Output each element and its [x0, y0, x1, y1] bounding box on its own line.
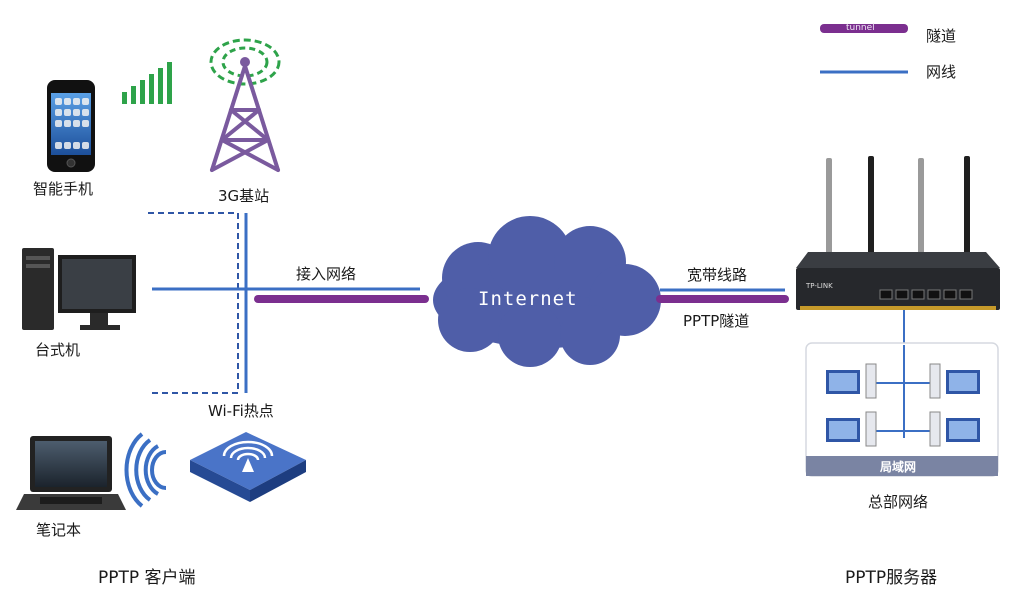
router-icon — [796, 156, 1000, 310]
phone-label: 智能手机 — [33, 180, 94, 198]
client-cabling — [148, 212, 429, 394]
workstation-icon — [929, 411, 980, 447]
tower-label: 3G基站 — [218, 187, 270, 205]
hq-network-label: 总部网络 — [868, 493, 929, 511]
wifi-hotspot-icon — [190, 432, 306, 502]
cellular-signal-icon — [122, 62, 172, 104]
pptp-tunnel-label: PPTP隧道 — [683, 312, 750, 330]
broadband-label: 宽带线路 — [687, 266, 748, 284]
desktop-label: 台式机 — [35, 341, 81, 359]
pptp-server-caption: PPTP服务器 — [845, 568, 938, 588]
smartphone-icon — [47, 80, 95, 172]
access-network-label: 接入网络 — [296, 265, 357, 283]
legend-tunnel-tag: tunnel — [846, 23, 875, 33]
workstation-icon — [929, 363, 980, 399]
legend — [820, 24, 908, 74]
hq-lan-panel — [805, 342, 999, 477]
workstation-icon — [826, 363, 877, 399]
wifi-signal-icon — [124, 432, 167, 508]
router-brand: TP-LINK — [806, 282, 833, 290]
lan-bar — [806, 456, 998, 476]
pptp-client-caption: PPTP 客户端 — [98, 568, 196, 588]
cell-tower-icon — [209, 38, 281, 172]
internet-cloud — [433, 216, 661, 367]
legend-cable-label: 网线 — [926, 63, 957, 81]
desktop-computer-icon — [22, 248, 136, 330]
laptop-label: 笔记本 — [36, 521, 82, 539]
dashed-bracket — [148, 212, 239, 394]
laptop-icon — [16, 436, 126, 510]
legend-tunnel-swatch — [820, 24, 908, 33]
legend-tunnel-label: 隧道 — [926, 27, 957, 45]
internet-label: Internet — [478, 288, 578, 310]
workstation-icon — [826, 411, 877, 447]
server-cabling — [656, 288, 905, 345]
wifi-hotspot-label: Wi-Fi热点 — [208, 402, 274, 420]
lan-label: 局域网 — [880, 460, 917, 474]
